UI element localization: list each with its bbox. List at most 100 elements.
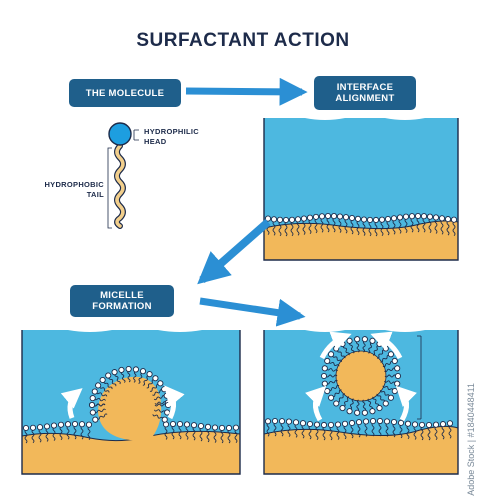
surfactant-molecule <box>346 337 355 354</box>
surfactant-molecule <box>324 384 340 395</box>
surfactant-molecule <box>362 418 370 437</box>
surfactant-molecule <box>288 216 296 237</box>
surfactant-molecule <box>444 216 452 236</box>
surfactant-molecule <box>204 423 212 443</box>
surfactant-molecule <box>369 418 377 437</box>
hydrophobic-tail-line1: HYDROPHOBIC <box>44 180 104 189</box>
surfactant-molecule <box>367 398 376 415</box>
hydrophilic-head-line1: HYDROPHILIC <box>144 127 199 136</box>
surfactant-molecule <box>264 418 272 437</box>
surfactant-molecule <box>339 396 350 412</box>
interface-alignment-line2: ALIGNMENT <box>335 93 395 104</box>
the-molecule-label: THE MOLECULE <box>85 87 165 99</box>
surfactant-molecule <box>320 372 338 380</box>
surfactant-molecule <box>425 421 433 441</box>
surfactant-molecule <box>360 216 368 236</box>
surfactant-molecule <box>88 401 106 409</box>
surfactant-molecule <box>384 372 402 380</box>
surfactant-molecule <box>321 365 338 372</box>
micelle-formation-line2: FORMATION <box>92 301 152 312</box>
surfactant-molecule <box>92 413 108 423</box>
surfactant-molecule <box>408 213 416 233</box>
water-label-1: WATER <box>272 130 299 139</box>
surfactant-molecule <box>162 421 170 440</box>
surfactant-molecule <box>383 418 391 437</box>
surfactant-molecule <box>397 419 405 439</box>
surfactant-molecule <box>342 214 350 234</box>
diagram-title: SURFACTANT ACTION <box>136 30 350 51</box>
surfactant-molecule <box>390 215 398 235</box>
water-label-3: WATER <box>273 340 300 349</box>
surfactant-molecule <box>95 382 110 393</box>
surfactant-molecule <box>432 214 440 234</box>
surfactant-molecule <box>380 351 394 363</box>
interface-alignment-line1: INTERFACE <box>336 82 394 93</box>
surfactant-molecule <box>333 345 346 359</box>
surfactant-molecule <box>183 421 191 440</box>
surfactant-molecule <box>218 424 226 444</box>
surfactant-molecule <box>321 379 338 387</box>
hydrophilic-head-label: HYDROPHILIC HEAD <box>144 127 199 147</box>
surfactant-molecule <box>190 422 198 441</box>
surfactant-molecule <box>372 396 383 412</box>
micelle-label: MICELLE <box>425 376 452 382</box>
surfactant-molecule <box>78 421 86 440</box>
surfactant-molecule <box>71 420 79 440</box>
surfactant-molecule <box>154 399 171 406</box>
surfactant-molecule <box>89 408 106 416</box>
surfactant-molecule <box>334 421 342 440</box>
oil-droplet-label: OIL DROPLET <box>346 369 376 383</box>
surfactant-molecule <box>50 422 58 441</box>
surfactant-molecule <box>328 389 342 401</box>
surfactant-molecule <box>271 417 279 437</box>
surfactant-molecule <box>313 421 321 440</box>
surfactant-molecule <box>361 399 368 416</box>
interface-alignment-box: INTERFACE ALIGNMENT <box>314 76 416 110</box>
surfactant-molecule <box>377 345 389 359</box>
surfactant-molecule <box>111 369 121 385</box>
surfactant-molecule <box>384 380 401 387</box>
surfactant-molecule <box>384 216 392 236</box>
surfactant-molecule <box>29 424 37 444</box>
surfactant-molecule <box>366 216 374 237</box>
oil-label-1: OIL <box>272 240 285 249</box>
surfactant-molecule <box>348 214 356 235</box>
surfactant-molecule <box>346 398 354 415</box>
surfactant-molecule <box>36 424 44 443</box>
surfactant-molecule <box>378 216 386 237</box>
surfactant-molecule <box>382 385 398 395</box>
watermark: Adobe Stock | #1840448411 <box>466 383 476 496</box>
surfactant-molecule <box>404 420 412 440</box>
surfactant-molecule <box>152 386 168 396</box>
surfactant-molecule <box>176 421 184 440</box>
flow-arrows <box>185 77 308 327</box>
surfactant-molecule <box>379 390 394 401</box>
surfactant-molecule <box>368 337 376 354</box>
surfactant-molecule <box>306 420 314 440</box>
surfactant-molecule <box>348 419 356 439</box>
surfactant-molecule <box>294 216 302 236</box>
oil-droplet-line2: DROPLET <box>346 376 376 382</box>
surfactant-molecule <box>282 216 290 237</box>
surfactant-molecule <box>376 417 384 437</box>
surfactant-molecule <box>438 215 446 235</box>
surfactant-molecule <box>327 421 335 441</box>
surfactant-molecule <box>153 392 170 401</box>
the-molecule-box: THE MOLECULE <box>69 79 181 107</box>
surfactant-molecule <box>197 422 205 442</box>
surfactant-molecule <box>154 401 172 409</box>
hydrophobic-tail-label: HYDROPHOBIC TAIL <box>40 180 104 200</box>
interface-molecules <box>264 212 458 237</box>
water-label-2: WATER <box>30 340 57 349</box>
oil-droplet-line1: OIL <box>356 369 366 375</box>
surfactant-molecule <box>89 395 106 402</box>
surfactant-molecule <box>426 213 434 234</box>
surfactant-molecule <box>225 424 233 444</box>
surfactant-molecule <box>382 357 398 368</box>
surfactant-molecule <box>384 365 401 373</box>
surfactant-molecule <box>105 372 117 387</box>
surfactant-molecule <box>318 213 326 233</box>
panel-micelle <box>263 328 459 475</box>
